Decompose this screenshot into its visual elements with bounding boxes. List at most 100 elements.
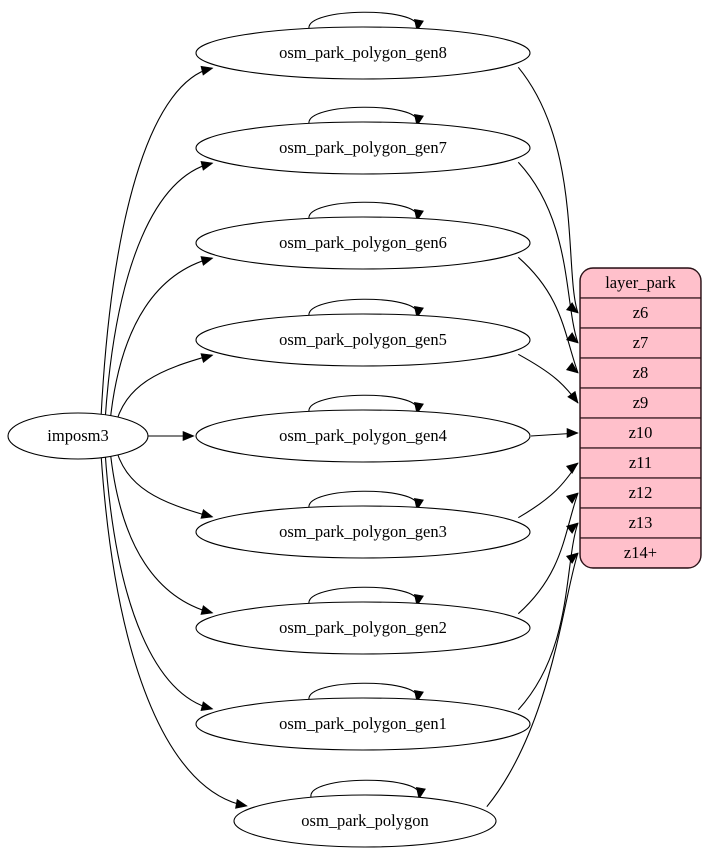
edge-arrowhead xyxy=(200,353,214,363)
edge-osm_park_polygon_gen8-to-z6 xyxy=(517,66,579,314)
edge-arrowhead xyxy=(235,798,248,809)
table-header-label: layer_park xyxy=(605,273,676,292)
edge-imposm3-to-osm_park_polygon_gen4 xyxy=(148,430,195,442)
table-cell-z12[interactable] xyxy=(580,477,701,509)
edge-osm_park_polygon_gen3-to-z11 xyxy=(518,462,579,519)
edge-line xyxy=(104,162,212,421)
self-loop-arrowhead xyxy=(415,786,426,800)
node-label-osm_park_polygon_gen7: osm_park_polygon_gen7 xyxy=(279,138,447,157)
edge-line xyxy=(100,67,212,418)
node-label-osm_park_polygon_gen4: osm_park_polygon_gen4 xyxy=(279,426,447,445)
table-cell-label-z9: z9 xyxy=(633,393,649,412)
self-loop-line xyxy=(308,490,418,509)
edge-arrowhead xyxy=(565,462,579,474)
node-osm_park_polygon_gen7[interactable]: osm_park_polygon_gen7 xyxy=(195,121,531,175)
edge-line xyxy=(104,451,212,710)
node-ellipse-osm_park_polygon_gen6[interactable] xyxy=(195,216,531,270)
table-cell-label-z6: z6 xyxy=(633,303,649,322)
self-loop-line xyxy=(308,682,418,701)
node-ellipse-osm_park_polygon_gen7[interactable] xyxy=(195,121,531,175)
node-ellipse-osm_park_polygon_gen3[interactable] xyxy=(195,505,531,559)
edge-arrowhead xyxy=(565,302,579,314)
node-ellipse-osm_park_polygon_gen1[interactable] xyxy=(195,697,531,751)
edge-osm_park_polygon_gen4-to-z10 xyxy=(530,427,579,439)
edge-arrowhead xyxy=(565,332,579,344)
self-loop-line xyxy=(310,779,420,798)
table-row-z13[interactable]: z13 xyxy=(580,507,701,539)
node-ellipse-osm_park_polygon_gen5[interactable] xyxy=(195,313,531,367)
edge-arrowhead xyxy=(182,430,195,442)
self-loop-line xyxy=(308,106,418,125)
edge-imposm3-to-osm_park_polygon xyxy=(100,454,248,809)
table-outline xyxy=(579,267,702,569)
node-ellipse-osm_park_polygon[interactable] xyxy=(233,794,497,848)
node-osm_park_polygon_gen8[interactable]: osm_park_polygon_gen8 xyxy=(195,26,531,80)
edge-osm_park_polygon_gen5-to-z9 xyxy=(518,353,579,404)
node-label-osm_park_polygon_gen1: osm_park_polygon_gen1 xyxy=(279,714,447,733)
edge-imposm3-to-osm_park_polygon_gen6 xyxy=(109,256,214,424)
node-label-osm_park_polygon: osm_park_polygon xyxy=(301,811,428,830)
node-label-osm_park_polygon_gen8: osm_park_polygon_gen8 xyxy=(279,43,447,62)
edge-imposm3-to-osm_park_polygon_gen3 xyxy=(113,443,214,519)
node-osm_park_polygon_gen3[interactable]: osm_park_polygon_gen3 xyxy=(195,505,531,559)
edges-layer xyxy=(100,11,579,809)
table-row-z8[interactable]: z8 xyxy=(580,357,701,389)
edge-imposm3-to-osm_park_polygon_gen5 xyxy=(113,353,214,429)
table-header-row[interactable]: layer_park xyxy=(580,268,701,299)
node-label-osm_park_polygon_gen5: osm_park_polygon_gen5 xyxy=(279,330,447,349)
node-imposm3[interactable]: imposm3 xyxy=(7,412,149,460)
edge-arrowhead xyxy=(566,427,579,439)
table-row-z11[interactable]: z11 xyxy=(580,447,701,479)
table-row-z6[interactable]: z6 xyxy=(580,297,701,329)
table-row-z10[interactable]: z10 xyxy=(580,417,701,449)
edge-line xyxy=(113,354,212,429)
table-cell-label-z14+: z14+ xyxy=(624,543,657,562)
table-cell-label-z10: z10 xyxy=(629,423,653,442)
table-cell-z14+[interactable] xyxy=(580,537,701,568)
node-osm_park_polygon_gen6[interactable]: osm_park_polygon_gen6 xyxy=(195,216,531,270)
edge-imposm3-to-osm_park_polygon_gen8 xyxy=(100,65,214,418)
table-row-z14+[interactable]: z14+ xyxy=(580,537,701,568)
edge-line xyxy=(518,462,579,519)
edge-arrowhead xyxy=(565,552,579,564)
node-ellipse-osm_park_polygon_gen8[interactable] xyxy=(195,26,531,80)
edge-osm_park_polygon_gen6-to-z8 xyxy=(517,256,579,374)
edge-arrowhead xyxy=(200,509,214,519)
table-cell-label-z7: z7 xyxy=(633,333,649,352)
self-loop-line xyxy=(308,11,418,30)
edge-osm_park_polygon_gen1-to-z13 xyxy=(517,522,579,711)
node-ellipse-imposm3[interactable] xyxy=(7,412,149,460)
table-cell-z8[interactable] xyxy=(580,357,701,389)
node-ellipse-osm_park_polygon_gen4[interactable] xyxy=(195,409,531,463)
self-loop-line xyxy=(308,298,418,317)
node-osm_park_polygon_gen5[interactable]: osm_park_polygon_gen5 xyxy=(195,313,531,367)
table-row-z12[interactable]: z12 xyxy=(580,477,701,509)
node-osm_park_polygon_gen4[interactable]: osm_park_polygon_gen4 xyxy=(195,409,531,463)
self-loop-line xyxy=(308,394,418,413)
edge-line xyxy=(517,256,579,374)
table-cell-label-z12: z12 xyxy=(629,483,653,502)
node-osm_park_polygon[interactable]: osm_park_polygon xyxy=(233,794,497,848)
edge-line xyxy=(517,522,579,711)
layer-park-table[interactable]: layer_park z6 z7 z8 z9 z10 z11 z12 z13 z14+ xyxy=(579,267,702,569)
edge-osm_park_polygon_gen2-to-z12 xyxy=(517,492,579,615)
node-osm_park_polygon_gen1[interactable]: osm_park_polygon_gen1 xyxy=(195,697,531,751)
table-cell-label-z8: z8 xyxy=(633,363,649,382)
edge-line xyxy=(109,448,212,614)
edge-imposm3-to-osm_park_polygon_gen2 xyxy=(109,448,214,615)
node-osm_park_polygon_gen2[interactable]: osm_park_polygon_gen2 xyxy=(195,601,531,655)
nodes-layer: imposm3 osm_park_polygon_gen8 osm_park_pol… xyxy=(7,26,531,848)
table-row-z7[interactable]: z7 xyxy=(580,327,701,359)
table-cell-z7[interactable] xyxy=(580,327,701,359)
self-loop-line xyxy=(308,586,418,605)
edge-arrowhead xyxy=(565,362,579,374)
node-label-osm_park_polygon_gen6: osm_park_polygon_gen6 xyxy=(279,233,447,252)
edge-line xyxy=(100,454,247,807)
edge-imposm3-to-osm_park_polygon_gen1 xyxy=(104,451,214,712)
edge-line xyxy=(113,443,212,518)
node-ellipse-osm_park_polygon_gen2[interactable] xyxy=(195,601,531,655)
edge-arrowhead xyxy=(200,160,214,171)
table-row-z9[interactable]: z9 xyxy=(580,387,701,419)
